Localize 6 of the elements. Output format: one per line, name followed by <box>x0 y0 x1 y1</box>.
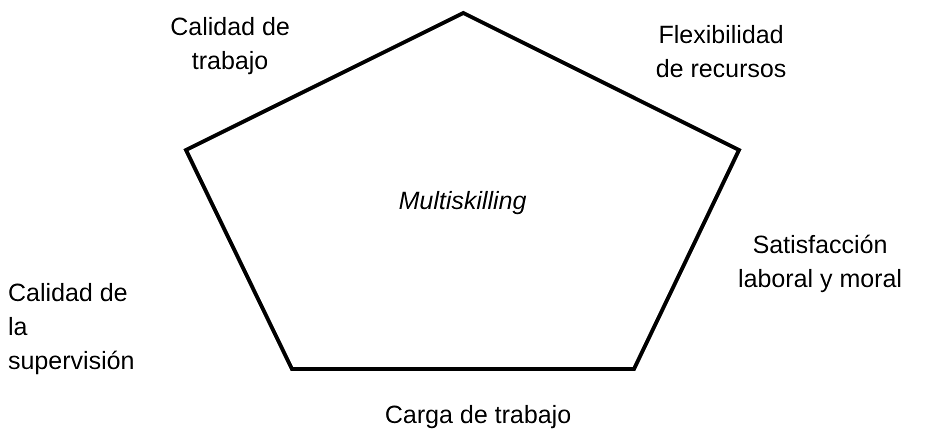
side-label: Flexibilidad de recursos <box>654 20 788 85</box>
center-label: Multiskilling <box>398 186 526 217</box>
side-label: Satisfacción laboral y moral <box>737 230 903 295</box>
side-label: Calidad de trabajo <box>169 12 291 77</box>
side-label: Calidad de la supervisión <box>8 278 136 377</box>
side-label: Carga de trabajo <box>384 400 572 431</box>
